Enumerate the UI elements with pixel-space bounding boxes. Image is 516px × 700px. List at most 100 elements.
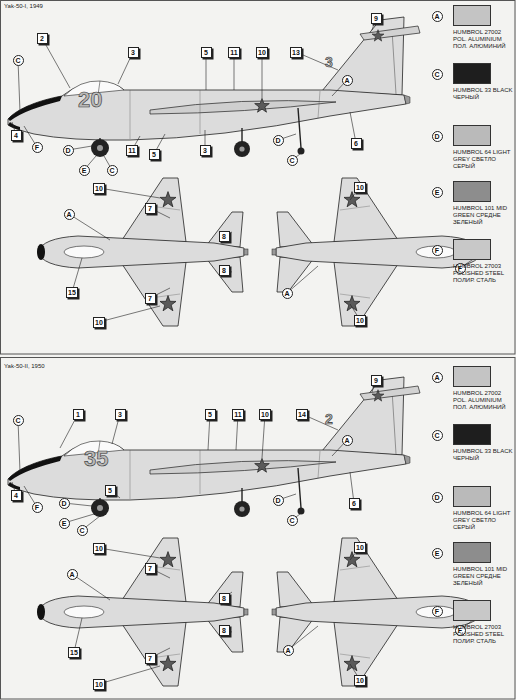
callout-text: 11: [230, 49, 237, 56]
callout-text: F: [35, 504, 39, 511]
callout-number: 10: [354, 542, 367, 553]
callout-text: 5: [204, 49, 208, 56]
callout-text: E: [82, 167, 87, 174]
callout-number: 15: [68, 647, 81, 658]
callout-number: 8: [219, 231, 230, 242]
panel-title: Yak-50-I, 1949: [4, 3, 43, 9]
color-code-circle: C: [13, 415, 24, 426]
paint-swatch: [453, 424, 491, 445]
leader-line: [99, 188, 160, 198]
callout-number: 7: [145, 653, 156, 664]
color-code-circle: A: [283, 645, 294, 656]
callout-text: E: [435, 189, 440, 196]
callout-text: 4: [14, 492, 18, 499]
callout-text: 1: [76, 411, 80, 418]
color-code-circle: A: [282, 288, 293, 299]
fin-number: 2: [325, 412, 333, 426]
callout-text: 8: [222, 595, 226, 602]
leader-line: [18, 60, 20, 112]
callout-text: A: [434, 374, 439, 381]
callout-number: 10: [259, 409, 272, 420]
paint-swatch: [453, 63, 491, 84]
color-code-circle: C: [432, 430, 443, 441]
color-code-circle: E: [432, 548, 443, 559]
callout-number: 10: [256, 47, 269, 58]
callout-text: 7: [148, 565, 152, 572]
callout-text: 11: [234, 411, 241, 418]
color-code-circle: E: [79, 165, 90, 176]
callout-number: 10: [93, 317, 106, 328]
callout-text: 10: [95, 545, 103, 552]
callout-text: D: [65, 147, 70, 154]
callout-text: 10: [95, 681, 103, 688]
callout-text: 5: [108, 487, 112, 494]
callout-number: 1: [73, 409, 84, 420]
paint-name: HUMBROL 101 MID GREEN СРЕДНЕ ЗЕЛЕНЫЙ: [453, 566, 515, 587]
callout-text: C: [289, 517, 294, 524]
callout-text: C: [434, 71, 439, 78]
paint-name: HUMBROL 27002 POL. ALUMINIUM ПОЛ. АЛЮМИН…: [453, 390, 515, 411]
callout-text: A: [285, 647, 290, 654]
callout-number: 3: [128, 47, 139, 58]
color-code-circle: D: [432, 131, 443, 142]
color-code-circle: F: [432, 606, 443, 617]
color-code-circle: C: [77, 525, 88, 536]
callout-number: 10: [354, 675, 367, 686]
paint-name: HUMBROL 27002 POL. ALUMINIUM ПОЛ. АЛЮМИН…: [453, 29, 515, 50]
color-code-circle: D: [59, 498, 70, 509]
callout-number: 11: [228, 47, 240, 58]
callout-text: 8: [222, 627, 226, 634]
fin-number: 3: [325, 55, 333, 69]
leader-line: [206, 52, 207, 90]
callout-text: 11: [128, 147, 135, 154]
callout-text: 3: [131, 49, 135, 56]
paint-swatch: [453, 486, 491, 507]
callout-number: 7: [145, 293, 156, 304]
leader-line: [42, 38, 70, 88]
leader-line: [234, 52, 235, 90]
color-code-circle: A: [342, 435, 353, 446]
color-code-circle: E: [432, 187, 443, 198]
paint-swatch: [453, 239, 491, 260]
leader-line: [69, 214, 110, 240]
aircraft-marking: 35: [84, 448, 108, 470]
callout-text: C: [15, 417, 20, 424]
paint-swatch: [453, 181, 491, 202]
color-code-circle: D: [432, 492, 443, 503]
callout-text: 6: [354, 140, 358, 147]
leader-line: [99, 306, 160, 322]
color-code-circle: D: [273, 495, 284, 506]
color-code-circle: C: [107, 165, 118, 176]
callout-text: 7: [148, 295, 152, 302]
callout-text: D: [434, 494, 439, 501]
paint-name: HUMBROL 27003 POLISHED STEEL ПОЛИР. СТАЛ…: [453, 263, 515, 284]
callout-text: D: [434, 133, 439, 140]
callout-text: A: [434, 13, 439, 20]
callout-number: 5: [105, 485, 116, 496]
callout-text: F: [435, 247, 439, 254]
callout-text: C: [79, 527, 84, 534]
callout-text: C: [289, 157, 294, 164]
color-code-circle: C: [287, 155, 298, 166]
leader-line: [262, 52, 263, 98]
callout-text: 8: [222, 233, 226, 240]
aircraft-marking: 20: [78, 89, 102, 111]
callout-number: 14: [296, 409, 309, 420]
color-code-circle: A: [67, 569, 78, 580]
callout-text: C: [109, 167, 114, 174]
paint-swatch: [453, 600, 491, 621]
callout-text: 2: [40, 35, 44, 42]
color-code-circle: D: [273, 135, 284, 146]
callout-text: A: [344, 77, 349, 84]
callout-text: 5: [208, 411, 212, 418]
panel-title: Yak-50-II, 1950: [4, 363, 45, 369]
color-code-circle: F: [32, 502, 43, 513]
color-code-circle: A: [432, 372, 443, 383]
callout-number: 10: [93, 679, 106, 690]
callout-number: 10: [93, 183, 106, 194]
callout-text: 15: [70, 649, 78, 656]
callout-number: 3: [115, 409, 126, 420]
callout-text: 8: [222, 267, 226, 274]
callout-text: E: [62, 520, 67, 527]
